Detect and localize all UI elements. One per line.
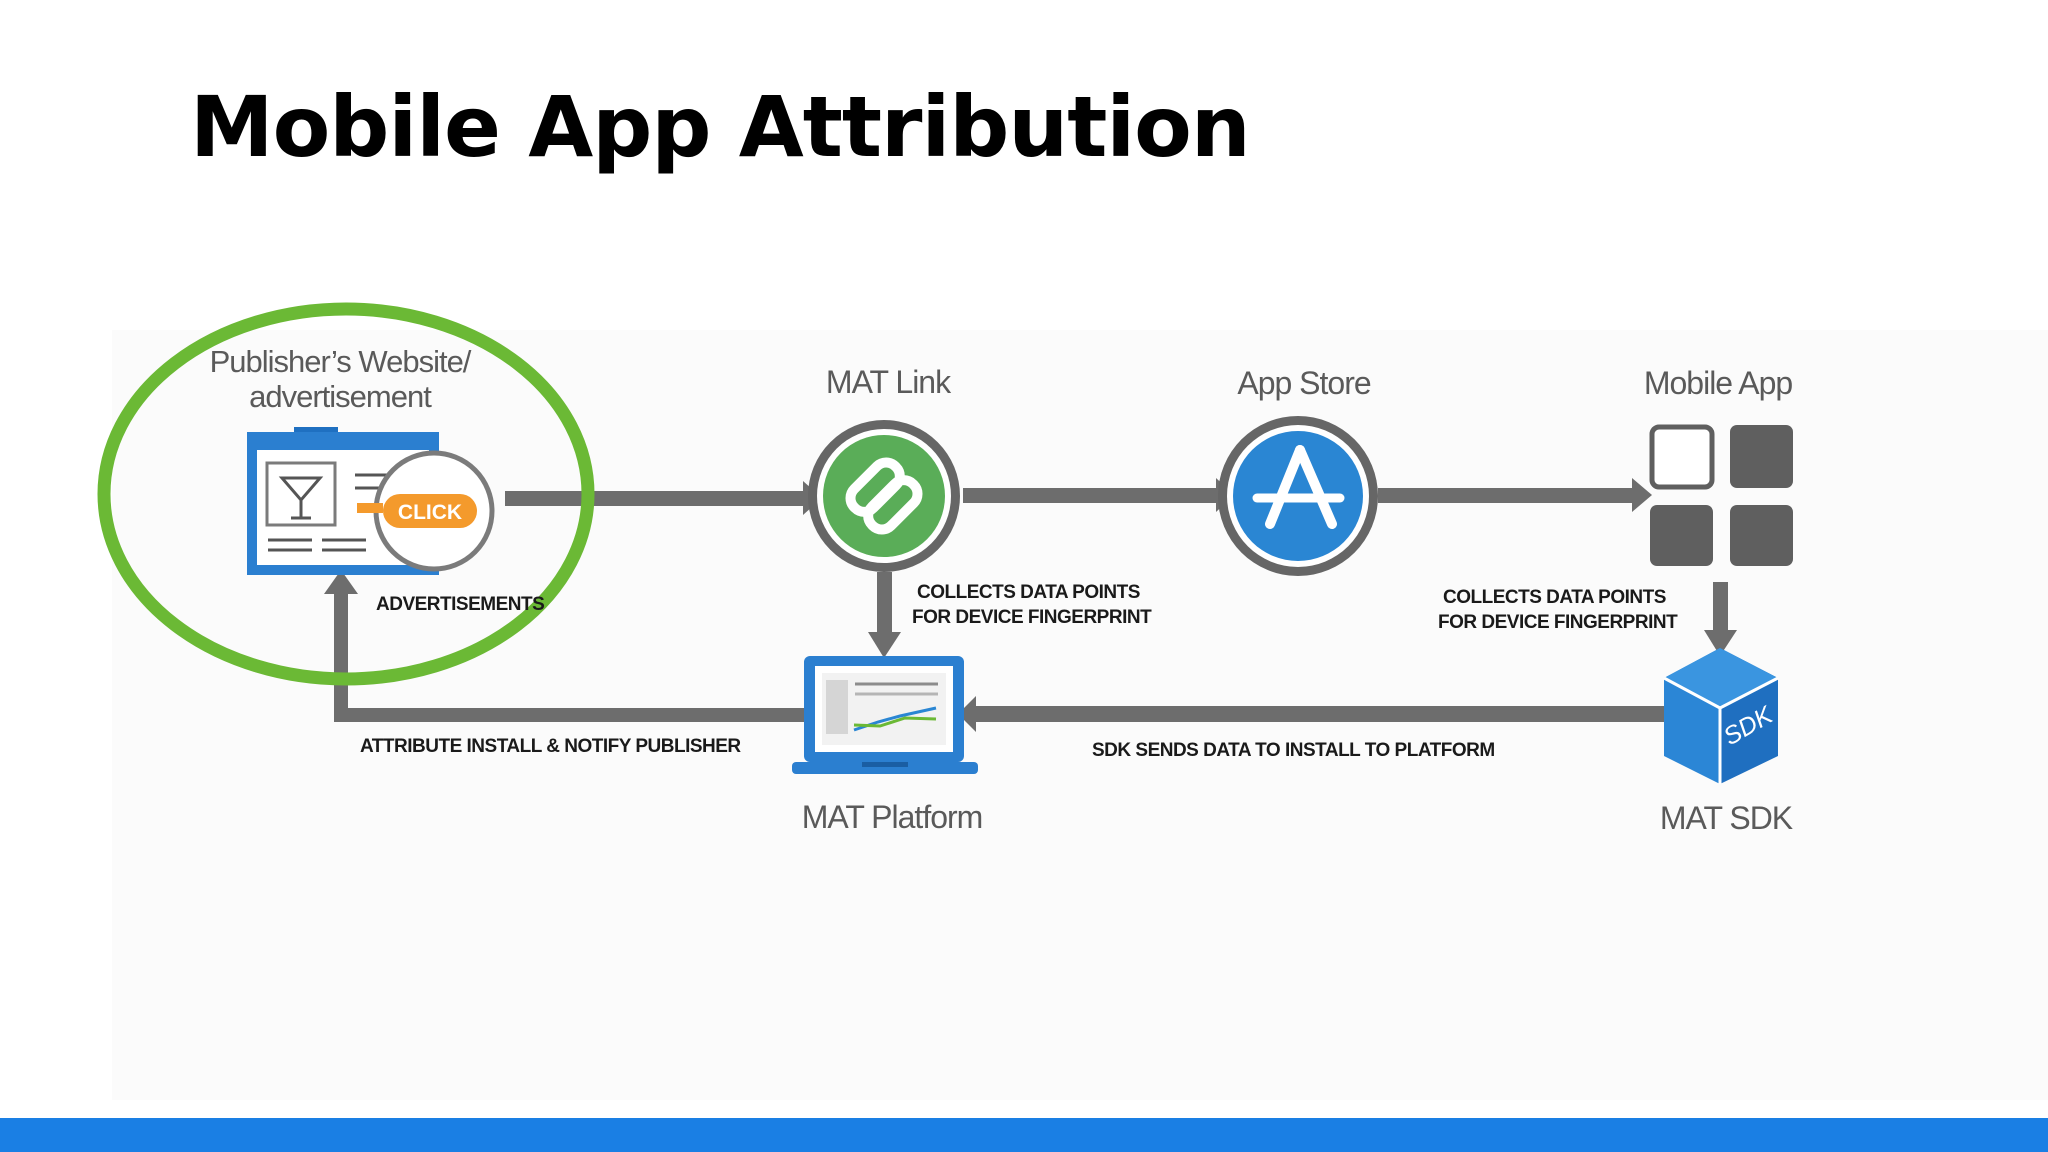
highlight-circle	[97, 302, 595, 686]
arrow-app-to-sdk	[1713, 582, 1728, 632]
click-magnifier	[357, 450, 495, 572]
collects-note-2-line2: FOR DEVICE FINGERPRINT	[1438, 612, 1678, 633]
collects-note-2-line1: COLLECTS DATA POINTS	[1443, 587, 1666, 608]
arrow-publisher-to-link	[505, 491, 805, 506]
attribute-note: ATTRIBUTE INSTALL & NOTIFY PUBLISHER	[360, 736, 741, 757]
arrow-link-to-store	[963, 488, 1218, 503]
arrowhead-platform-down	[868, 632, 901, 658]
slide-title: Mobile App Attribution	[190, 78, 1251, 176]
publisher-label: Publisher’s Website/	[210, 344, 472, 379]
arrow-store-to-app	[1378, 488, 1634, 503]
mobile-app-icon	[1649, 424, 1793, 566]
arrowhead-platform-left	[958, 696, 976, 732]
chain-link-icon	[845, 457, 923, 535]
advertisements-label: ADVERTISEMENTS	[376, 594, 544, 615]
mat-sdk-icon	[1663, 648, 1779, 784]
arrow-link-to-platform	[877, 572, 892, 634]
click-label: CLICK	[398, 501, 462, 524]
app-store-icon	[1218, 416, 1378, 576]
arrow-platform-to-publisher	[334, 708, 806, 722]
sdk-sends-note: SDK SENDS DATA TO INSTALL TO PLATFORM	[1092, 740, 1495, 761]
mat-sdk-label: MAT SDK	[1660, 800, 1793, 836]
collects-note-1-line1: COLLECTS DATA POINTS	[917, 582, 1140, 603]
mat-link-label: MAT Link	[826, 364, 952, 400]
app-store-label: App Store	[1237, 365, 1371, 401]
note-labels: ADVERTISEMENTS COLLECTS DATA POINTS FOR …	[360, 582, 1679, 761]
node-labels: Publisher’s Website/ advertisement MAT L…	[210, 344, 1794, 836]
arrow-up-to-publisher	[334, 590, 348, 722]
collects-note-1-line2: FOR DEVICE FINGERPRINT	[912, 607, 1152, 628]
publisher-label-line2: advertisement	[249, 379, 432, 414]
arrowhead-publisher-up	[324, 570, 358, 594]
arrowhead-sdk	[1704, 630, 1737, 656]
app-store-a-icon	[1252, 445, 1345, 529]
arrow-sdk-to-platform	[974, 706, 1664, 722]
bottom-accent-bar	[0, 1118, 2048, 1152]
mat-platform-label: MAT Platform	[802, 799, 983, 835]
arrowhead-app	[1632, 478, 1652, 512]
mat-link-icon	[808, 420, 960, 572]
mat-platform-icon	[792, 656, 978, 774]
mobile-app-label: Mobile App	[1644, 365, 1793, 401]
